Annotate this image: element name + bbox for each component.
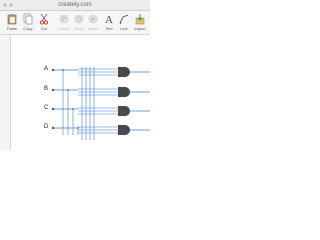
window-minimize-icon[interactable] — [9, 3, 13, 7]
toolbar: Paste Copy Cut Undo Redo — [0, 11, 150, 35]
sidebar-panel — [0, 35, 11, 150]
insert-label: Insert — [87, 26, 98, 31]
import-label: Import — [134, 26, 146, 31]
copy-icon — [23, 13, 33, 25]
undo-label: Undo — [59, 26, 69, 31]
input-label-d: D — [44, 124, 49, 130]
cut-label: Cut — [40, 26, 48, 31]
window-title-bar: creately.com — [0, 0, 150, 11]
input-label-c: C — [44, 105, 49, 111]
copy-label: Copy — [23, 26, 33, 31]
redo-icon — [74, 14, 84, 24]
input-label-b: B — [44, 86, 49, 92]
line-icon — [119, 14, 129, 24]
redo-label: Redo — [74, 26, 84, 31]
text-label: Text — [105, 26, 113, 31]
import-button[interactable]: Import — [133, 12, 147, 33]
paste-label: Paste — [6, 26, 18, 31]
input-label-a: A — [44, 66, 49, 72]
insert-button[interactable]: Insert — [86, 12, 100, 33]
svg-text:A: A — [105, 14, 113, 25]
text-icon: A — [105, 14, 113, 25]
cut-button[interactable]: Cut — [37, 12, 51, 33]
redo-button[interactable]: Redo — [72, 12, 86, 33]
line-button[interactable]: Line — [117, 12, 131, 33]
paste-button[interactable]: Paste — [5, 12, 19, 33]
paste-icon — [7, 14, 17, 25]
window-close-icon[interactable] — [3, 3, 7, 7]
text-button[interactable]: A Text — [102, 12, 116, 33]
app-title: creately.com — [58, 2, 92, 8]
undo-button[interactable]: Undo — [57, 12, 71, 33]
line-label: Line — [120, 26, 128, 31]
undo-icon — [59, 14, 69, 24]
insert-icon — [88, 14, 98, 24]
copy-button[interactable]: Copy — [21, 12, 35, 33]
scissors-icon — [39, 13, 49, 25]
import-icon — [135, 14, 145, 25]
diagram-canvas[interactable] — [11, 35, 150, 150]
